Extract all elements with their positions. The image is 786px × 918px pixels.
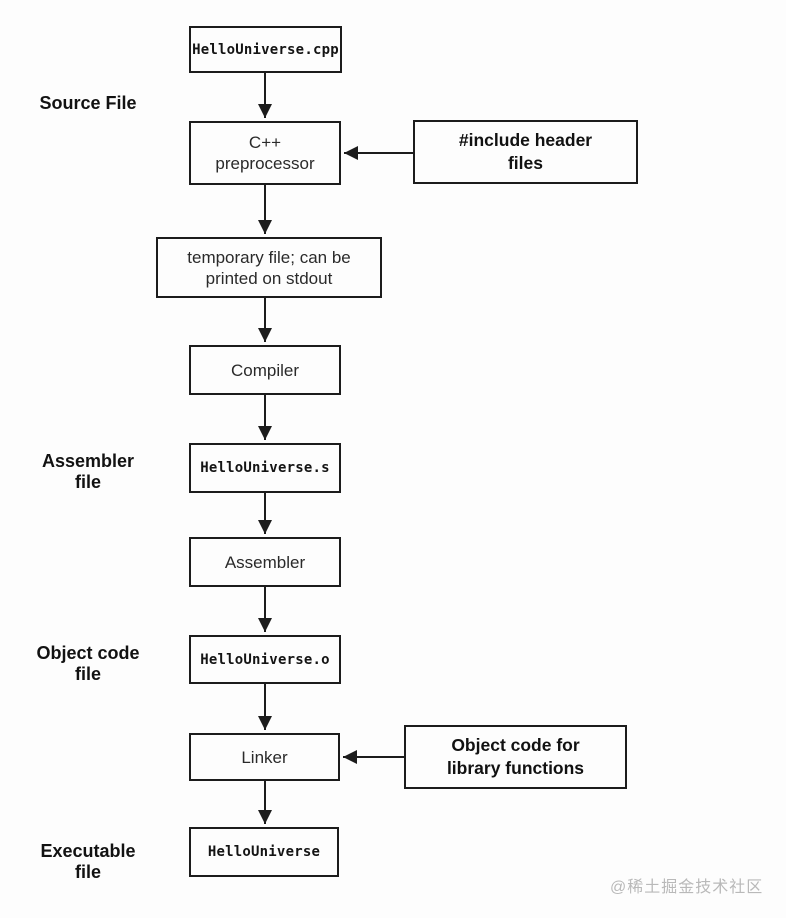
node-assembler: Assembler bbox=[189, 537, 341, 587]
node-assembly-file: HelloUniverse.s bbox=[189, 443, 341, 493]
node-executable-file: HelloUniverse bbox=[189, 827, 339, 877]
watermark-text: @稀土掘金技术社区 bbox=[610, 879, 764, 896]
node-object-file: HelloUniverse.o bbox=[189, 635, 341, 684]
node-preprocessor: C++ preprocessor bbox=[189, 121, 341, 185]
node-library-objects: Object code for library functions bbox=[404, 725, 627, 789]
node-linker: Linker bbox=[189, 733, 340, 781]
stage-label-object-code-file: Object code file bbox=[36, 643, 140, 684]
stage-label-executable-file: Executable file bbox=[40, 841, 136, 882]
node-include-headers: #include header files bbox=[413, 120, 638, 184]
stage-label-source-file: Source File bbox=[39, 93, 137, 113]
node-temp-file: temporary file; can be printed on stdout bbox=[156, 237, 382, 298]
node-compiler: Compiler bbox=[189, 345, 341, 395]
stage-label-assembler-file: Assembler file bbox=[41, 451, 135, 492]
node-source-file: HelloUniverse.cpp bbox=[189, 26, 342, 73]
